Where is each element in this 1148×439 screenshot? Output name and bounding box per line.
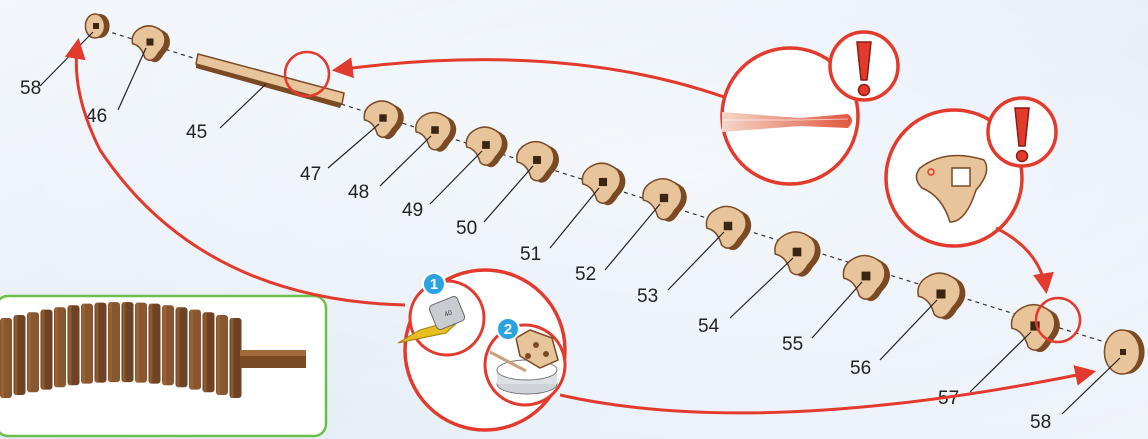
part-label: 58 bbox=[20, 78, 41, 99]
part-label: 52 bbox=[575, 264, 596, 285]
part-58-disc bbox=[85, 14, 109, 38]
part-label: 54 bbox=[698, 316, 720, 337]
svg-text:2: 2 bbox=[504, 321, 512, 338]
part-label: 56 bbox=[850, 358, 871, 379]
exclamation-icon bbox=[857, 42, 871, 96]
part-label: 50 bbox=[456, 218, 477, 239]
exclamation-icon bbox=[1015, 108, 1029, 162]
part-label: 47 bbox=[300, 164, 321, 185]
step-badge-2: 2 bbox=[497, 318, 519, 340]
part-label: 49 bbox=[402, 200, 423, 221]
part-label: 55 bbox=[782, 334, 803, 355]
svg-text:1: 1 bbox=[430, 276, 438, 293]
step-badge-1: 1 bbox=[423, 273, 445, 295]
glued-stack-inset bbox=[0, 296, 326, 436]
part-label: 51 bbox=[520, 244, 541, 265]
part-label: 48 bbox=[348, 182, 369, 203]
part-label: 53 bbox=[637, 286, 658, 307]
part-label: 45 bbox=[186, 122, 207, 143]
part-label: 58 bbox=[1030, 412, 1051, 433]
